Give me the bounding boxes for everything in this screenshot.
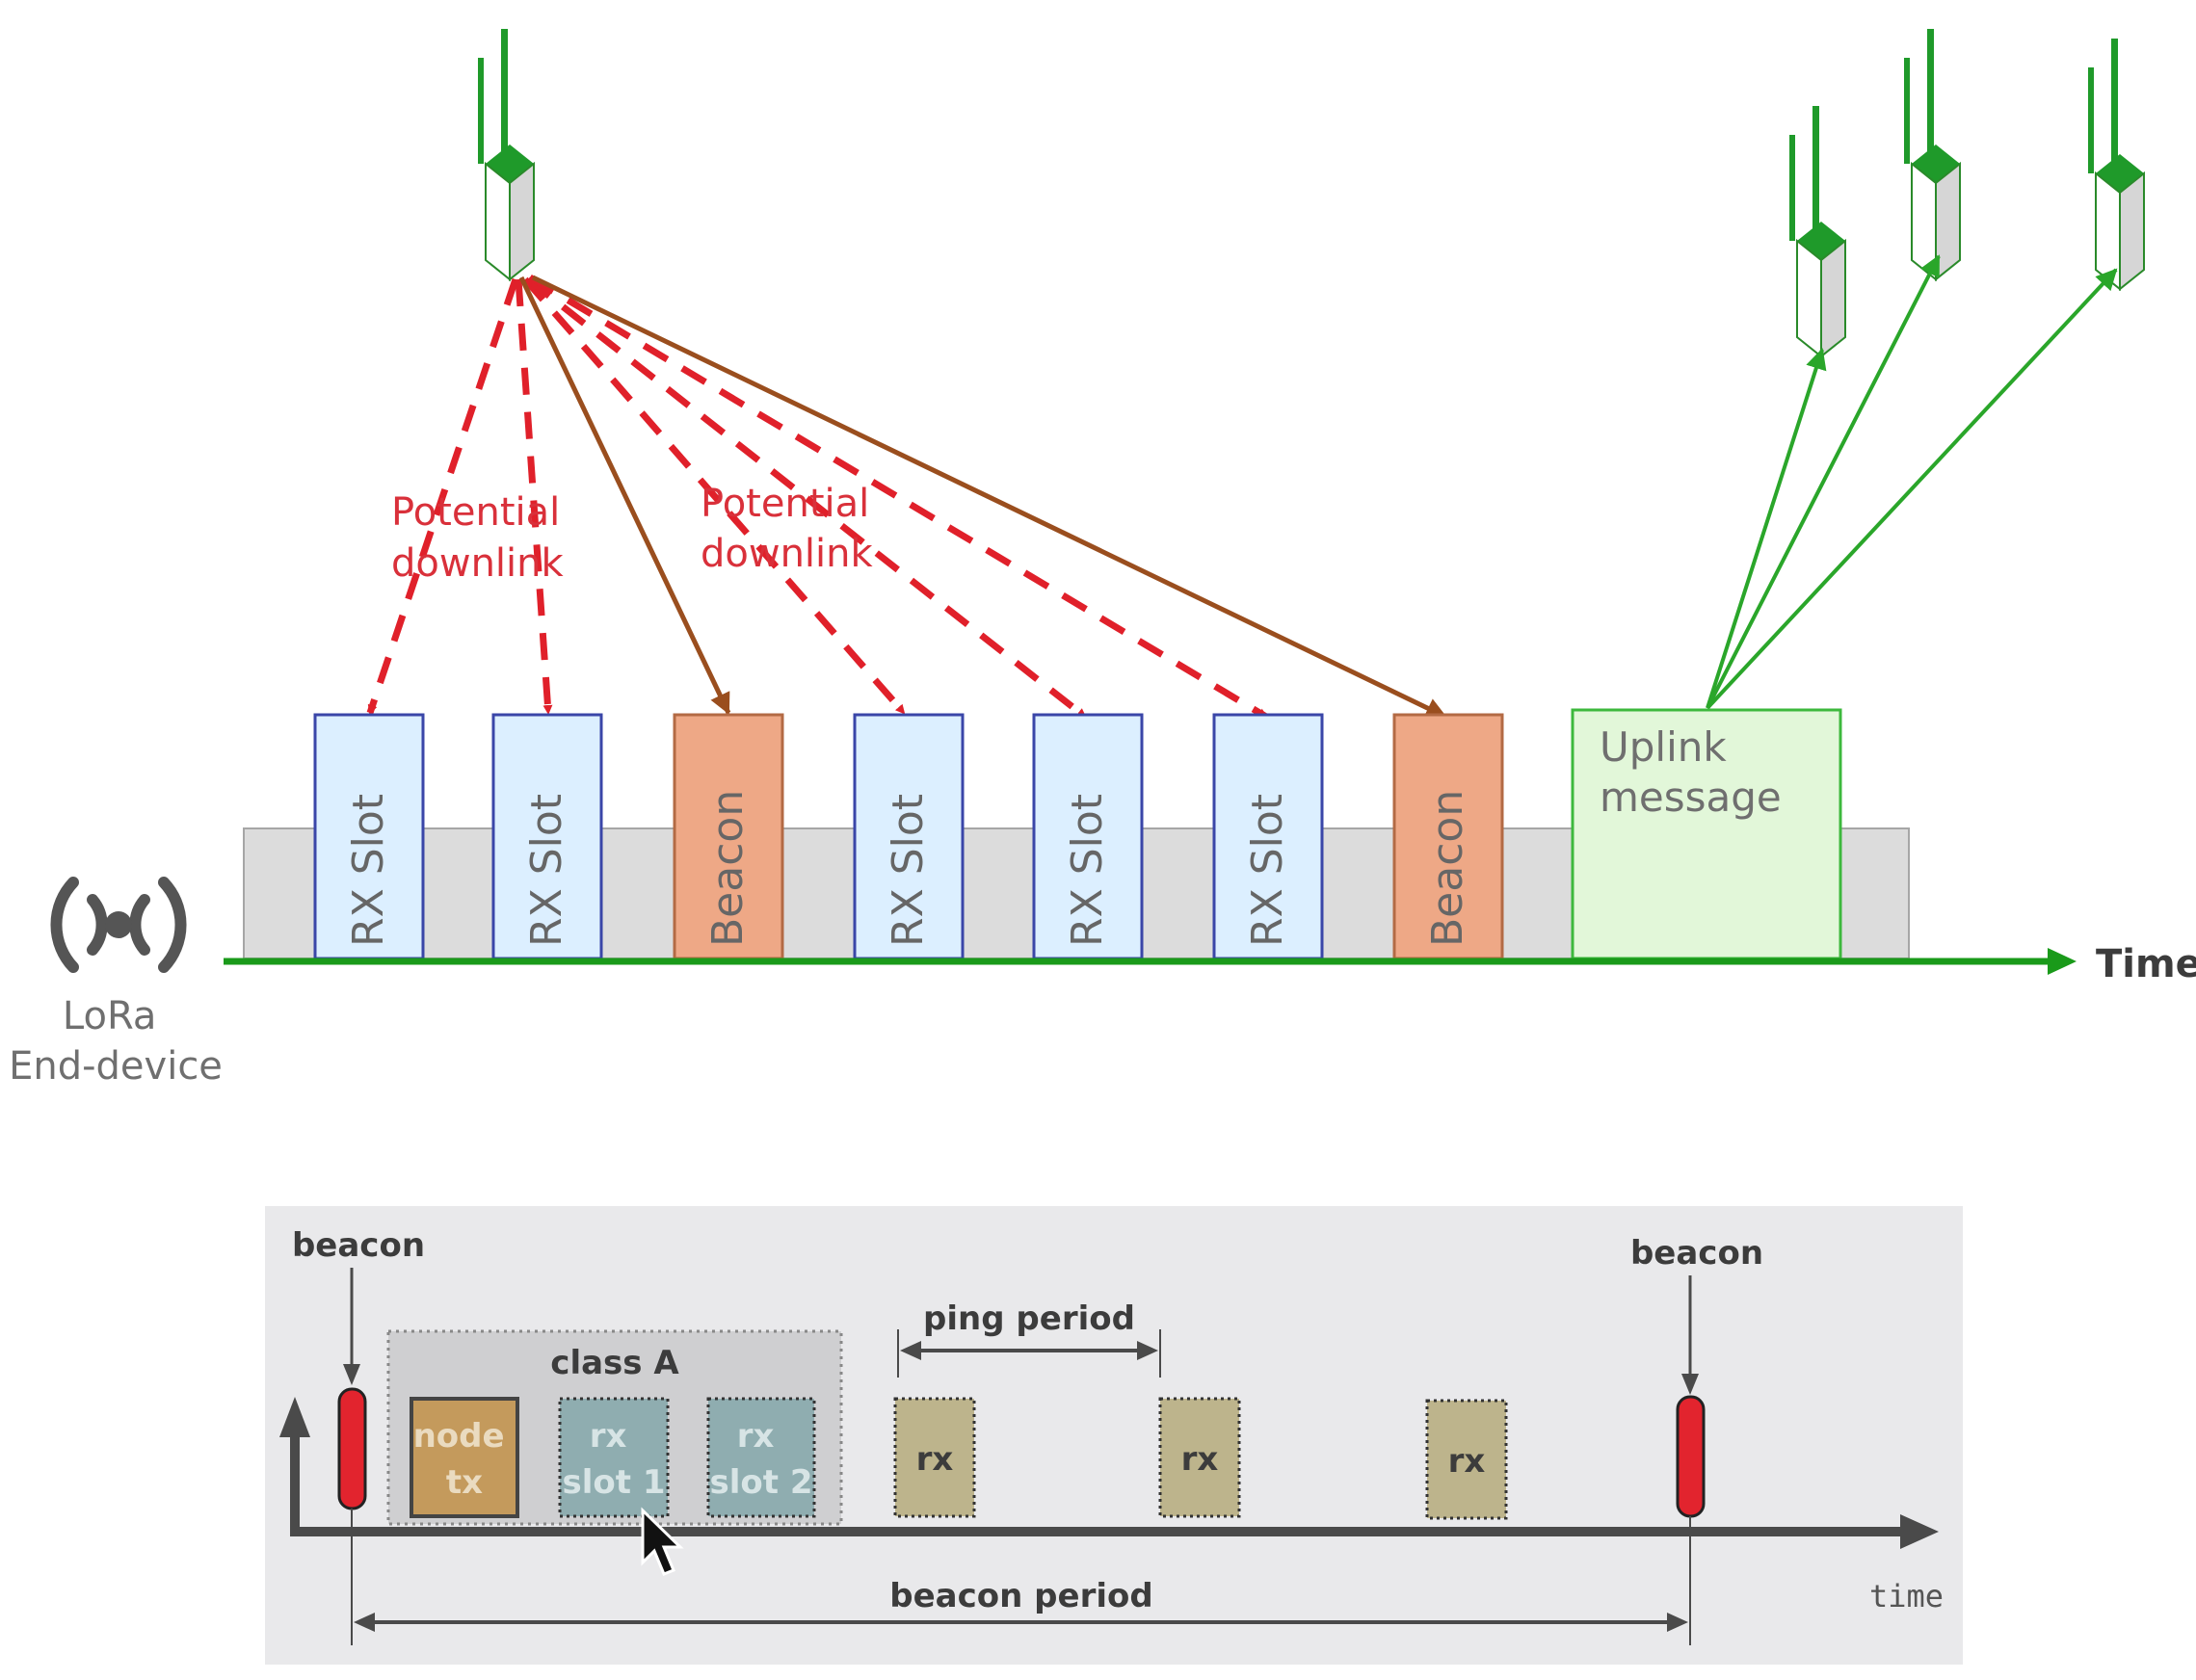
time-axis-arrowhead xyxy=(1900,1514,1939,1549)
lora-signal-dot xyxy=(105,911,132,938)
beacon-marker-right xyxy=(1676,1395,1706,1518)
uplink-message-box xyxy=(1571,708,1842,960)
beacon-marker-left xyxy=(337,1387,367,1510)
rx-ping-label: rx xyxy=(1181,1440,1219,1479)
beacon-slot xyxy=(673,713,784,960)
gateway-icon xyxy=(1788,105,1846,357)
rx-ping-slot xyxy=(1158,1397,1241,1518)
gateway-icon xyxy=(477,28,535,280)
rx-ping-label: rx xyxy=(1448,1442,1486,1481)
potential-downlink-label: Potential downlink xyxy=(701,482,882,576)
beacon-period-arrowhead xyxy=(1667,1613,1688,1632)
beacon-slot xyxy=(1392,713,1504,960)
top-diagram: Potential downlink Potential downlink RX… xyxy=(9,28,2196,1089)
lora-signal-icon xyxy=(50,877,187,973)
rx-slot-2-label: rx slot 2 xyxy=(710,1417,813,1502)
device-label: LoRa End-device xyxy=(9,994,223,1089)
rx-slot xyxy=(1212,713,1324,960)
node-tx-box xyxy=(410,1397,519,1518)
node-tx-label: node tx xyxy=(413,1417,516,1502)
downlink-arrows xyxy=(366,274,1268,721)
rx-slot xyxy=(853,713,965,960)
rx-slot xyxy=(1032,713,1144,960)
rx-ping-slot xyxy=(1425,1399,1508,1520)
rx-slot-label: RX Slot xyxy=(344,794,393,947)
mouse-cursor-icon xyxy=(641,1507,684,1576)
time-axis-label: Time xyxy=(2096,942,2196,986)
beacon-slot-label: Beacon xyxy=(703,790,753,947)
ping-period-label: ping period xyxy=(923,1299,1135,1338)
beacon-label-right: beacon xyxy=(1630,1234,1763,1273)
beacon-arrows xyxy=(518,275,1447,720)
time-label: time xyxy=(1869,1578,1944,1614)
beacon-label-left: beacon xyxy=(292,1226,425,1265)
rx-slot-label: RX Slot xyxy=(884,794,933,947)
class-a-label: class A xyxy=(550,1344,679,1382)
rx-ping-slot xyxy=(893,1397,976,1518)
rx-slot-2-box xyxy=(706,1397,816,1518)
uplink-arrows xyxy=(1706,254,2118,710)
time-axis-arrowhead xyxy=(2048,948,2077,975)
rx-slot xyxy=(313,713,425,960)
gateway-icon xyxy=(1903,28,1961,280)
rx-ping-label: rx xyxy=(916,1440,954,1479)
bottom-diagram: class A node tx rx slot 1 rx slot 2 rx r… xyxy=(265,1206,1963,1665)
rx-slot-label: RX Slot xyxy=(522,794,571,947)
beacon-slot-label: Beacon xyxy=(1423,790,1472,947)
beacon-period-label: beacon period xyxy=(889,1577,1152,1615)
rx-slot-1-box xyxy=(558,1397,670,1518)
rx-slot-1-label: rx slot 1 xyxy=(563,1417,666,1502)
beacon-period-arrowhead xyxy=(354,1613,375,1632)
beacon-pointer-arrowhead xyxy=(1681,1374,1699,1395)
vertical-axis-arrowhead xyxy=(279,1397,310,1437)
gateway-icon xyxy=(2087,38,2145,290)
uplink-message-label: Uplink message xyxy=(1600,723,1782,821)
rx-slot xyxy=(491,713,603,960)
beacon-pointer-arrowhead xyxy=(343,1364,360,1385)
slot-row: RX Slot RX Slot Beacon RX Slot RX Slot RX Slo… xyxy=(313,713,1504,960)
ping-period-arrowhead xyxy=(1137,1341,1158,1360)
rx-slot-label: RX Slot xyxy=(1243,794,1292,947)
ping-period-arrowhead xyxy=(900,1341,921,1360)
potential-downlink-label: Potential downlink xyxy=(391,490,572,586)
rx-slot-label: RX Slot xyxy=(1063,794,1112,947)
